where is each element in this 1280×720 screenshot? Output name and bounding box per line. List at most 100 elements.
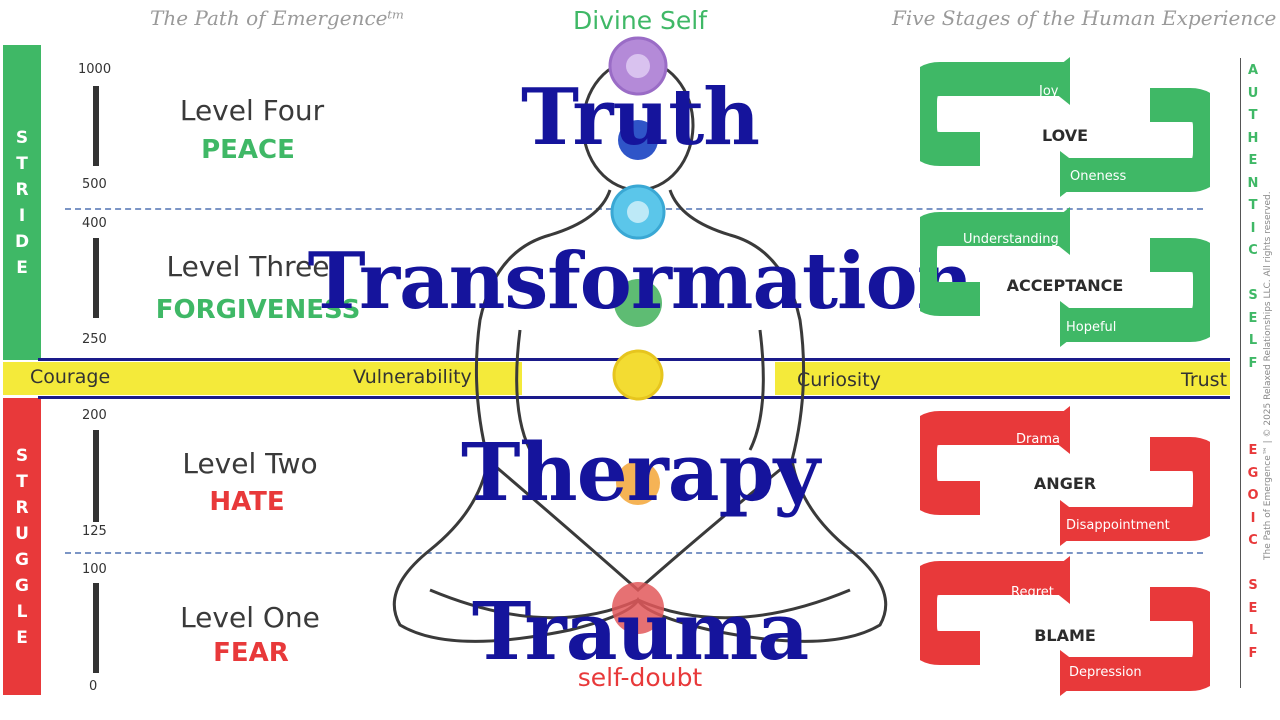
egoic-letter: E: [1248, 600, 1258, 616]
scale-bar: [93, 430, 99, 522]
regret-label: Regret: [1011, 585, 1054, 600]
crown-chakra-center: [626, 54, 650, 78]
right-rule: [1240, 58, 1241, 688]
struggle-bar: S T R U G G L E: [3, 398, 41, 695]
root-chakra-icon: [612, 582, 664, 634]
scale-bar: [93, 238, 99, 318]
egoic-letter: S: [1248, 578, 1258, 593]
authentic-letter: H: [1247, 130, 1259, 146]
authentic-letter: C: [1248, 243, 1258, 258]
spacer: [1243, 263, 1263, 286]
solar-plexus-chakra-icon: [612, 349, 664, 401]
demanding-label: Demanding: [1071, 432, 1147, 447]
shame-label: Shame: [1009, 665, 1055, 680]
egoic-self-label: E G O I C S E L F: [1243, 440, 1263, 665]
spacer: [1243, 553, 1263, 576]
authentic-self-label: A U T H E N T I C S E L F: [1243, 60, 1263, 375]
disappointment-label: Disappointment: [1066, 518, 1170, 533]
copyright-notice: The Path of Emergence™ | © 2025 Relaxed …: [1263, 191, 1273, 570]
meditating-figure: [392, 36, 888, 643]
vulnerability-band: [3, 362, 522, 395]
scale-label: 1000: [78, 62, 112, 77]
acceptance-label: ACCEPTANCE: [1006, 276, 1124, 295]
egoic-letter: F: [1248, 645, 1258, 661]
truth-word: Truth: [521, 72, 760, 163]
struggle-letter: S: [15, 445, 29, 466]
copyright-text: The Path of Emergence™ | © 2025 Relaxed …: [1263, 191, 1273, 560]
egoic-letter: I: [1250, 510, 1256, 526]
level-two-emotion: HATE: [209, 487, 285, 517]
level-three-emotion: FORGIVENESS: [155, 295, 361, 325]
oneness-label: Oneness: [1070, 169, 1127, 184]
vulnerability-label: Vulnerability: [353, 366, 472, 388]
stride-bar: S T R I D E: [3, 45, 41, 360]
perfect-label: Perfect: [1070, 84, 1116, 99]
understanding-label: Understanding: [963, 232, 1059, 247]
authentic-letter: E: [1248, 310, 1258, 326]
egoic-letter: O: [1247, 488, 1259, 503]
struggle-letter: L: [16, 601, 28, 622]
authentic-letter: N: [1247, 175, 1259, 191]
level-four-emotion: PEACE: [201, 135, 295, 165]
curiosity-label: Curiosity: [797, 369, 881, 391]
anxiety-label: Anxiety: [1073, 585, 1123, 600]
scale-bar: [93, 583, 99, 673]
path-of-emergence-title: The Path of Emergenceᵗᵐ: [150, 6, 405, 30]
authentic-letter: F: [1248, 355, 1258, 371]
authentic-letter: T: [1248, 198, 1258, 213]
stride-letter: R: [15, 179, 29, 200]
joy-label: Joy: [1039, 84, 1059, 99]
chakra-column: [608, 36, 668, 634]
depression-label: Depression: [1069, 665, 1142, 680]
authentic-letter: U: [1247, 85, 1259, 101]
level-one-emotion: FEAR: [213, 638, 289, 668]
meaningful-label: Meaningful: [1070, 232, 1142, 247]
stride-letter: D: [14, 231, 30, 252]
level-one-title: Level One: [180, 601, 320, 634]
anger-label: ANGER: [1033, 474, 1097, 493]
scale-label: 250: [82, 332, 107, 347]
hopeful-label: Hopeful: [1066, 320, 1117, 335]
egoic-letter: G: [1247, 465, 1259, 481]
willingness-label: Willingness: [981, 320, 1055, 335]
egoic-letter: L: [1248, 623, 1258, 638]
authentic-letter: I: [1250, 220, 1256, 236]
scale-label: 100: [82, 562, 107, 577]
struggle-letter: E: [16, 627, 28, 648]
scale-label: 400: [82, 216, 107, 231]
level-three-title: Level Three: [166, 250, 330, 283]
stride-letter: S: [15, 127, 29, 148]
third-eye-chakra-icon: [618, 120, 658, 160]
authentic-letter: S: [1248, 288, 1258, 303]
drama-label: Drama: [1016, 432, 1060, 447]
scale-bar: [93, 86, 99, 166]
scale-label: 125: [82, 524, 107, 539]
trauma-word: Trauma: [471, 584, 809, 678]
scale-label: 500: [82, 177, 107, 192]
egoic-letter: E: [1248, 443, 1258, 458]
struggle-letter: U: [15, 523, 29, 544]
transformation-word: Transformation: [307, 236, 974, 327]
authentic-letter: E: [1248, 153, 1258, 168]
love-label: LOVE: [1041, 126, 1089, 145]
blame-label: BLAME: [1034, 626, 1096, 645]
scale-label: 200: [82, 408, 107, 423]
stride-letter: T: [16, 153, 28, 174]
devotion-label: Devotion: [999, 169, 1058, 184]
stride-letter: I: [18, 205, 26, 226]
authentic-letter: A: [1247, 63, 1259, 78]
level-two-title: Level Two: [182, 447, 318, 480]
throat-chakra-center: [627, 201, 649, 223]
stride-letter: E: [16, 257, 28, 278]
egoic-letter: C: [1248, 533, 1258, 548]
struggle-letter: G: [15, 575, 29, 596]
curiosity-band: [775, 362, 1230, 395]
divine-self-label: Divine Self: [572, 6, 708, 35]
five-stages-title: Five Stages of the Human Experience: [892, 6, 1277, 30]
therapy-word: Therapy: [461, 425, 820, 519]
struggle-letter: G: [15, 549, 29, 570]
struggle-letter: T: [16, 471, 28, 492]
struggle-letter: R: [15, 497, 29, 518]
authentic-letter: L: [1248, 333, 1258, 348]
scale-label: 0: [89, 679, 98, 694]
